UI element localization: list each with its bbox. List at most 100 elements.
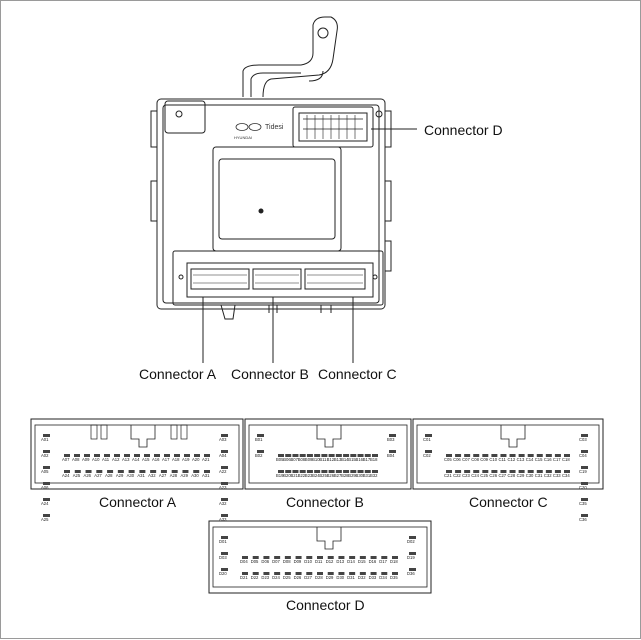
pin-label: D14 [347, 559, 355, 564]
pin-label: A30 [191, 473, 199, 478]
pin-label: D11 [315, 559, 323, 564]
pin-cavity [292, 454, 299, 457]
pin-cavity [564, 454, 570, 457]
pin-cavity [338, 556, 345, 559]
pin-label: A11 [102, 457, 110, 462]
pin-cavity [107, 470, 114, 473]
pin-cavity [372, 470, 378, 473]
pin-cavity [581, 466, 588, 469]
pin-label: D21 [240, 575, 248, 580]
pin-cavity [321, 454, 328, 457]
pin-label: A27 [159, 473, 167, 478]
pin-label: C24 [471, 473, 479, 478]
pin-label: D09 [294, 559, 302, 564]
pin-label: D22 [251, 575, 259, 580]
pin-label: A31 [137, 473, 145, 478]
pin-label: A22 [219, 469, 227, 474]
connector-housing [30, 418, 244, 490]
pin-label: A05 [41, 469, 49, 474]
pin-cavity [370, 572, 377, 575]
pin-label: A01 [41, 437, 49, 442]
pin-cavity [545, 470, 552, 473]
pin-label: C27 [498, 473, 506, 478]
pin-cavity [171, 470, 178, 473]
module-connector-d [292, 106, 374, 148]
pin-label: D32 [358, 575, 366, 580]
pin-cavity [581, 498, 588, 501]
connector-inner-wall [416, 424, 600, 484]
pin-cavity [364, 470, 371, 473]
pin-cavity [43, 482, 50, 485]
pin-label: C20 [579, 485, 587, 490]
pin-label: B29 [348, 473, 356, 478]
pin-label: B26 [327, 473, 335, 478]
pin-label: A29 [116, 473, 124, 478]
pin-label: C36 [579, 517, 587, 522]
pin-cavity [114, 454, 120, 457]
pin-label: D23 [261, 575, 269, 580]
pin-label: C09 [480, 457, 488, 462]
pin-label: D12 [326, 559, 334, 564]
pin-cavity [554, 470, 561, 473]
pin-cavity [306, 454, 313, 457]
pin-label: B06 [283, 457, 291, 462]
pin-cavity [285, 470, 292, 473]
pin-label: C25 [480, 473, 488, 478]
pin-cavity [117, 470, 124, 473]
pin-label: A27 [94, 473, 102, 478]
pin-label: C03 [579, 437, 587, 442]
pin-cavity [257, 450, 264, 453]
mounting-bracket [242, 16, 338, 98]
pin-label: B16 [356, 457, 364, 462]
pin-cavity [349, 572, 356, 575]
pin-label: A17 [162, 457, 170, 462]
pin-label: B17 [363, 457, 371, 462]
pin-cavity [357, 470, 364, 473]
pin-cavity [43, 466, 50, 469]
pin-label: A10 [92, 457, 100, 462]
pin-cavity [335, 454, 342, 457]
pin-label: D05 [251, 559, 259, 564]
callout-connector-d: Connector D [424, 122, 503, 138]
pin-label: C16 [544, 457, 552, 462]
pin-cavity [343, 470, 350, 473]
pin-cavity [221, 450, 228, 453]
pin-cavity [321, 470, 328, 473]
pin-label: C02 [423, 453, 431, 458]
pin-cavity [221, 498, 228, 501]
pin-label: D10 [304, 559, 312, 564]
pin-label: A32 [219, 501, 227, 506]
callout-connector-b: Connector B [231, 366, 309, 382]
pin-label: C33 [553, 473, 561, 478]
pin-label: C34 [562, 473, 570, 478]
pin-cavity [295, 556, 302, 559]
logo-oval-icon [248, 123, 262, 131]
pin-cavity [335, 470, 342, 473]
pin-label: B30 [356, 473, 364, 478]
pin-label: C23 [462, 473, 470, 478]
pin-label: D04 [240, 559, 248, 564]
caption-connector-c: Connector C [469, 494, 548, 510]
pin-label: D27 [304, 575, 312, 580]
pin-cavity [221, 568, 228, 571]
pin-cavity [124, 454, 130, 457]
pin-cavity [392, 572, 398, 575]
pin-label: A13 [122, 457, 130, 462]
pin-label: B09 [305, 457, 313, 462]
pin-label: A19 [182, 457, 190, 462]
pin-label: B27 [334, 473, 342, 478]
pin-cavity [446, 470, 452, 473]
pin-label: B22 [298, 473, 306, 478]
pin-cavity [284, 556, 291, 559]
pin-cavity [263, 556, 270, 559]
pin-cavity [74, 470, 81, 473]
pin-cavity [328, 470, 335, 473]
pin-cavity [327, 572, 334, 575]
pin-cavity [221, 552, 228, 555]
pin-cavity [482, 454, 489, 457]
pin-label: C15 [535, 457, 543, 462]
pin-cavity [128, 470, 135, 473]
pin-label: A25 [73, 473, 81, 478]
